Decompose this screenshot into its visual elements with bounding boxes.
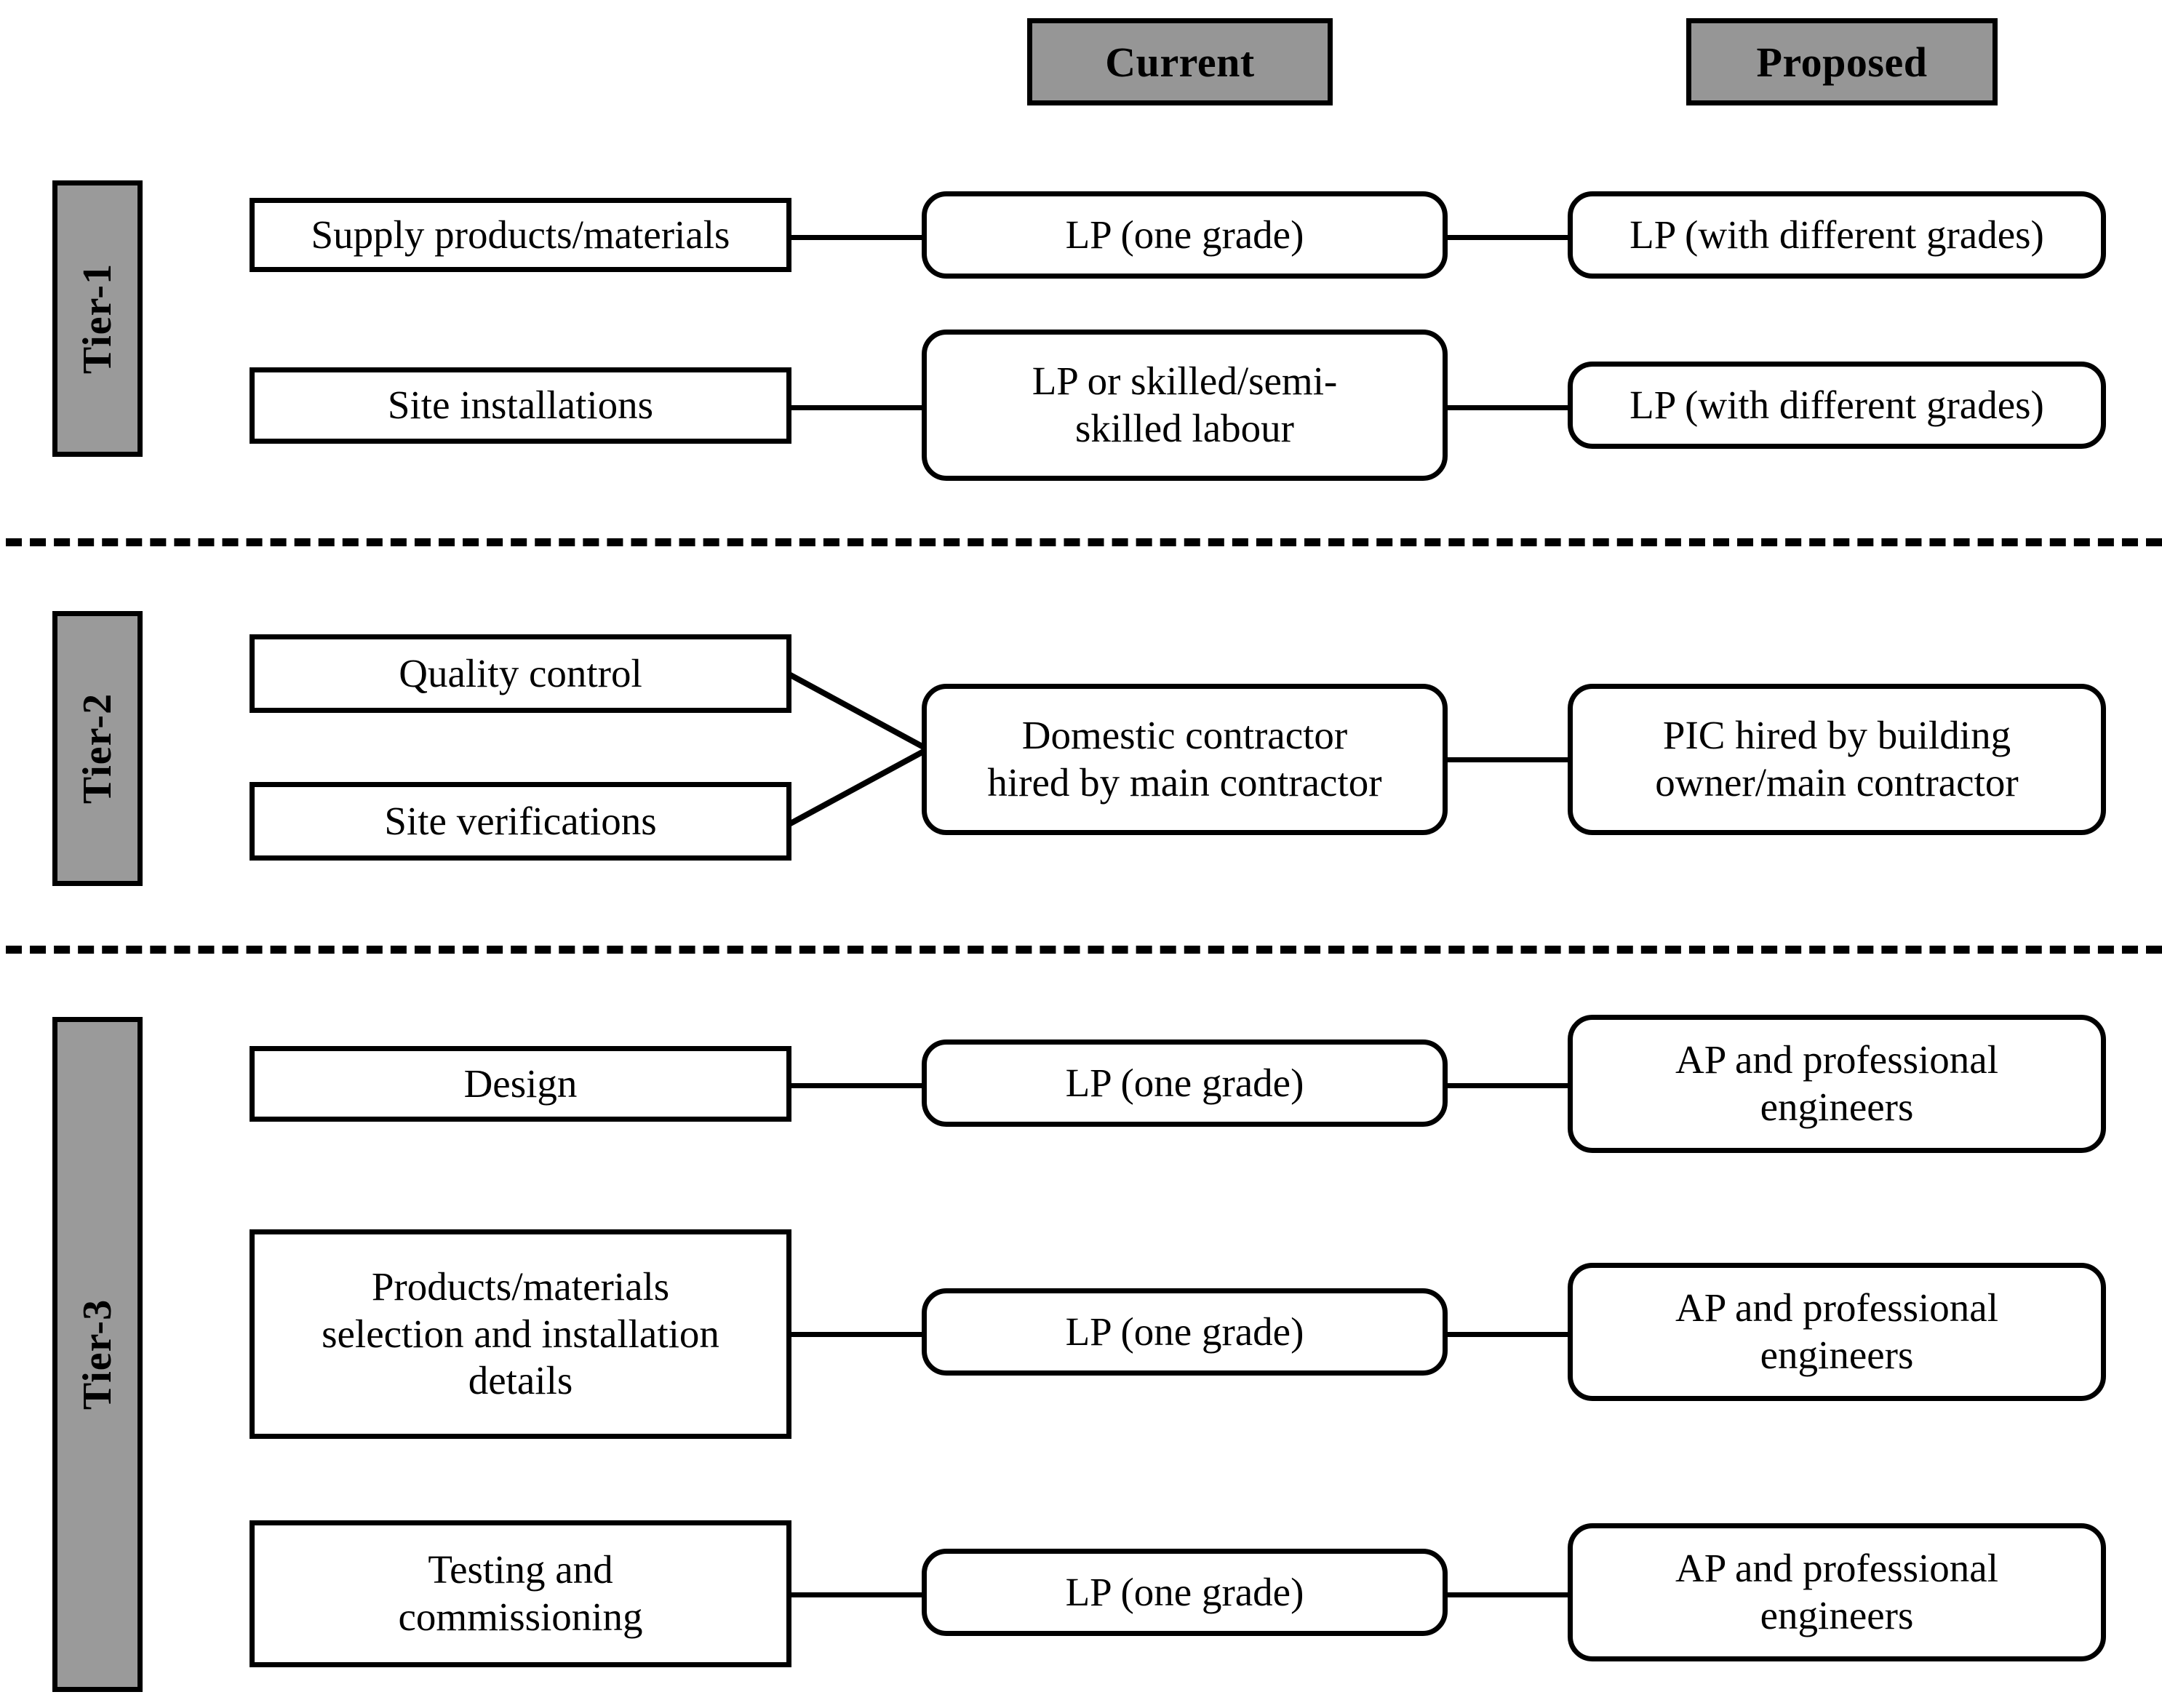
current-box-t3r1-label: LP (one grade) [1065, 1060, 1304, 1105]
current-box-t1r2-label: LP or skilled/semi-skilled labour [1032, 359, 1338, 450]
column-header-current-label: Current [1105, 38, 1255, 86]
connector-t1r1-activity-current [788, 235, 926, 240]
activity-box-quality-control[interactable]: Quality control [250, 634, 791, 713]
current-box-t3r3[interactable]: LP (one grade) [922, 1549, 1448, 1636]
tier-divider-2 [6, 946, 2162, 954]
activity-box-supply-products-label: Supply products/materials [311, 212, 730, 257]
connector-t1r2-current-proposed [1444, 405, 1573, 410]
activity-box-supply-products[interactable]: Supply products/materials [250, 198, 791, 272]
connector-t1r1-current-proposed [1444, 235, 1573, 240]
current-box-t1r1[interactable]: LP (one grade) [922, 191, 1448, 279]
activity-box-site-installations-label: Site installations [387, 383, 654, 428]
connector-t3r1-current-proposed [1444, 1083, 1573, 1088]
tier-bar-1-label: Tier-1 [75, 263, 120, 375]
activity-box-site-verifications[interactable]: Site verifications [250, 782, 791, 861]
current-box-t1r1-label: LP (one grade) [1065, 212, 1304, 257]
connector-t3r3-activity-current [788, 1592, 926, 1597]
tier-bar-3: Tier-3 [52, 1017, 143, 1692]
connector-t2-converge [786, 671, 929, 828]
connector-t1r2-activity-current [788, 405, 926, 410]
current-box-t3r1[interactable]: LP (one grade) [922, 1039, 1448, 1127]
tier-bar-3-label: Tier-3 [75, 1298, 120, 1410]
proposed-box-t1r1-label: LP (with different grades) [1630, 212, 2044, 257]
current-box-t1r2[interactable]: LP or skilled/semi-skilled labour [922, 330, 1448, 481]
tier-divider-1 [6, 538, 2162, 546]
connector-t3r2-current-proposed [1444, 1332, 1573, 1337]
activity-box-quality-control-label: Quality control [399, 650, 642, 695]
connector-t3r1-activity-current [788, 1083, 926, 1088]
connector-t3r3-current-proposed [1444, 1592, 1573, 1597]
proposed-box-t1r2-label: LP (with different grades) [1630, 382, 2044, 427]
current-box-t3r2[interactable]: LP (one grade) [922, 1288, 1448, 1376]
activity-box-site-installations[interactable]: Site installations [250, 367, 791, 444]
tier-bar-1: Tier-1 [52, 180, 143, 457]
connector-line-site-verifications [786, 746, 929, 828]
activity-box-design[interactable]: Design [250, 1046, 791, 1122]
proposed-box-t1r2[interactable]: LP (with different grades) [1568, 362, 2106, 449]
column-header-proposed-label: Proposed [1756, 38, 1928, 86]
connector-line-quality-control [786, 671, 929, 752]
activity-box-design-label: Design [463, 1061, 578, 1106]
connector-t2-current-proposed [1444, 757, 1573, 762]
proposed-box-t1r1[interactable]: LP (with different grades) [1568, 191, 2106, 279]
activity-box-site-verifications-label: Site verifications [384, 798, 657, 843]
column-header-current: Current [1027, 18, 1333, 105]
current-box-t3r3-label: LP (one grade) [1065, 1569, 1304, 1614]
tier-bar-2: Tier-2 [52, 611, 143, 886]
current-box-t3r2-label: LP (one grade) [1065, 1309, 1304, 1354]
connector-t3r2-activity-current [788, 1332, 926, 1337]
tier-bar-2-label: Tier-2 [75, 693, 120, 805]
column-header-proposed: Proposed [1686, 18, 1998, 105]
